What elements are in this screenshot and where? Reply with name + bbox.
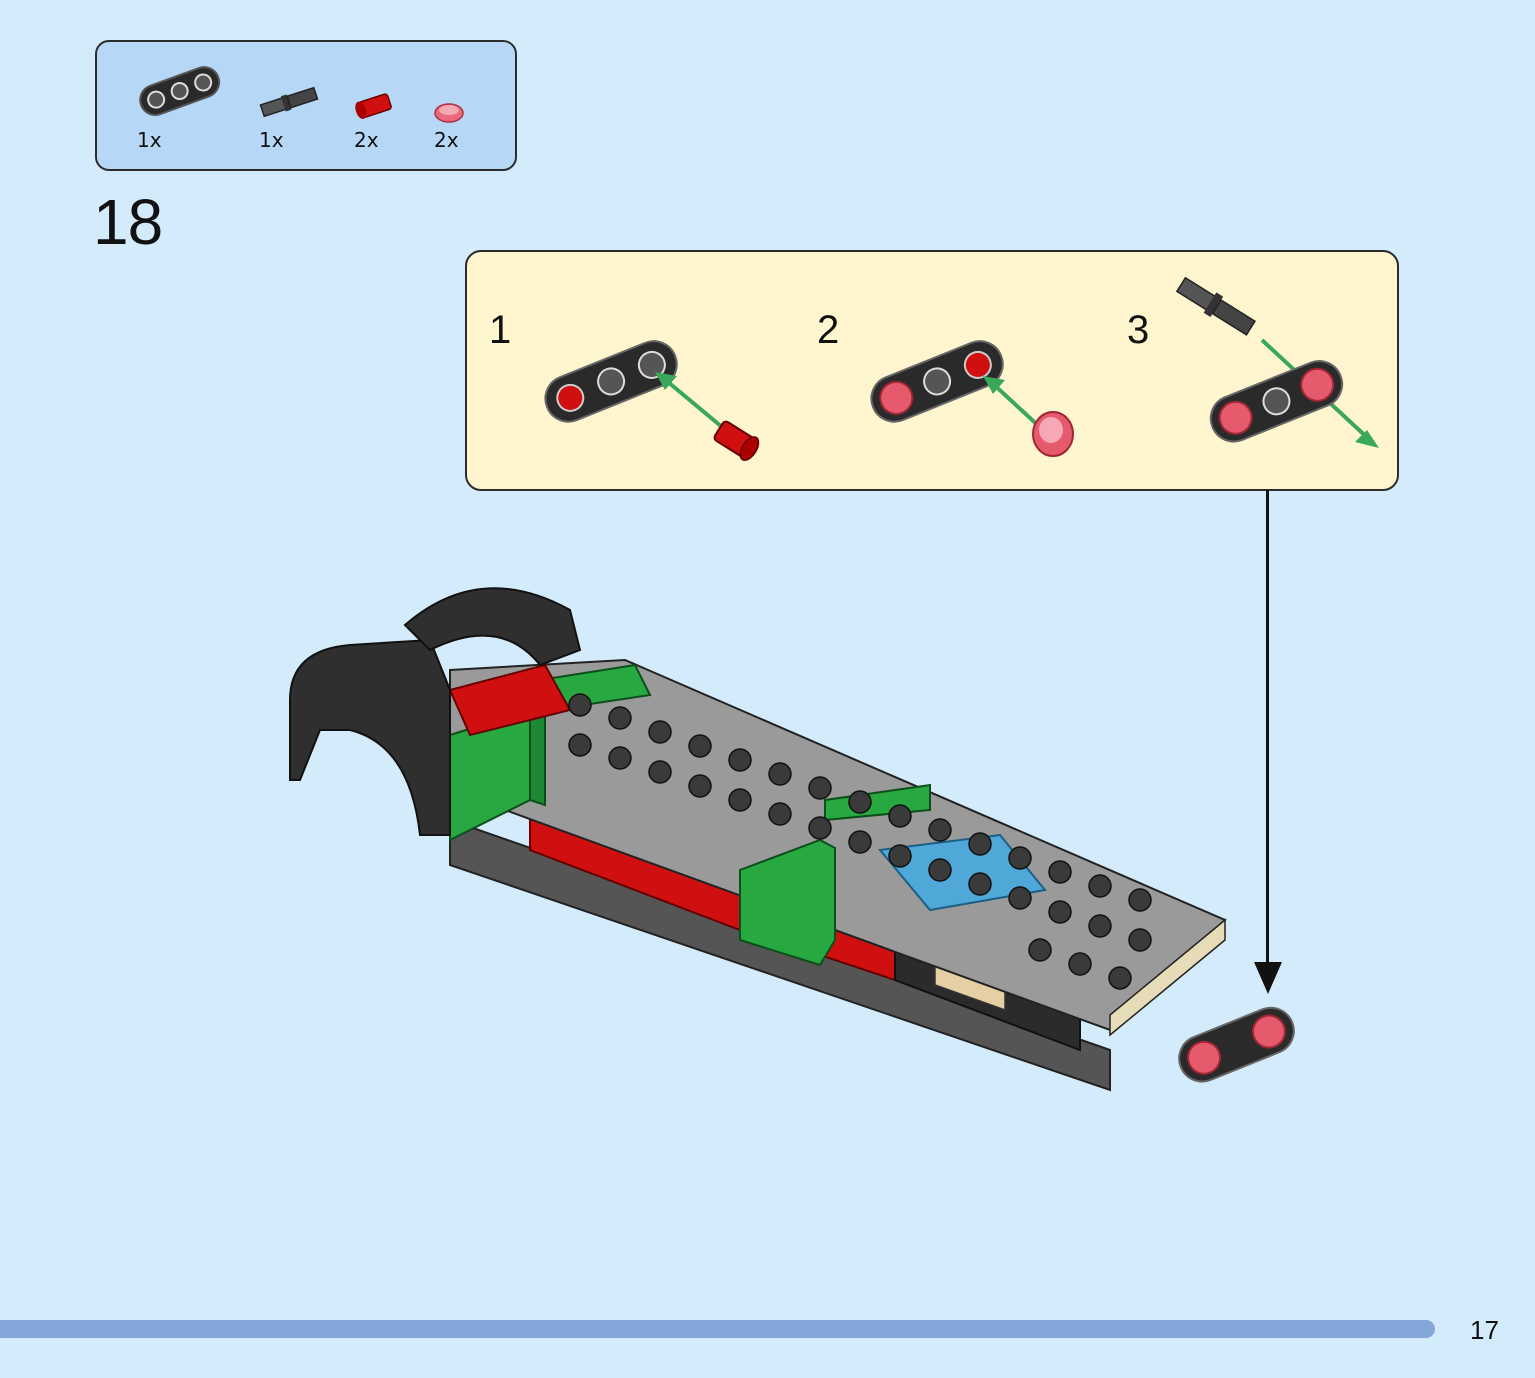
sub-step-1: 1 <box>467 252 787 489</box>
vehicle-chassis-model <box>289 587 1295 1092</box>
technic-axle-pin-icon <box>259 86 319 118</box>
attach-arrow-line <box>1266 490 1269 965</box>
sub-step-number: 2 <box>817 308 840 352</box>
part-round-tile: 2x <box>432 98 466 152</box>
sub-step-number: 1 <box>489 308 512 352</box>
beam-with-pin-icon <box>544 340 760 461</box>
part-technic-beam: 1x <box>135 62 225 152</box>
part-qty: 1x <box>259 128 284 152</box>
page-number: 17 <box>1470 1315 1499 1345</box>
part-qty: 2x <box>434 128 459 152</box>
sub-assembly-callout: 1 2 <box>465 250 1399 491</box>
step-number: 18 <box>93 186 163 258</box>
beam-with-axle-pin-icon <box>1175 276 1379 448</box>
part-red-pin: 2x <box>352 88 402 152</box>
part-axle-pin: 1x <box>257 84 321 152</box>
trans-red-round-tile-icon <box>434 103 464 123</box>
part-qty: 2x <box>354 128 379 152</box>
part-qty: 1x <box>137 128 162 152</box>
technic-beam-3-icon <box>139 66 221 116</box>
beam-with-tile-icon <box>870 340 1074 457</box>
sub-step-2: 2 <box>797 252 1107 489</box>
attach-arrow-head-icon <box>1254 962 1282 994</box>
red-pin-icon <box>355 93 392 119</box>
sub-step-3: 3 <box>1107 252 1397 489</box>
parts-list-box: 1x 1x 2x 2x <box>95 40 517 171</box>
sub-step-number: 3 <box>1127 308 1150 352</box>
page-progress-bar <box>0 1320 1435 1338</box>
